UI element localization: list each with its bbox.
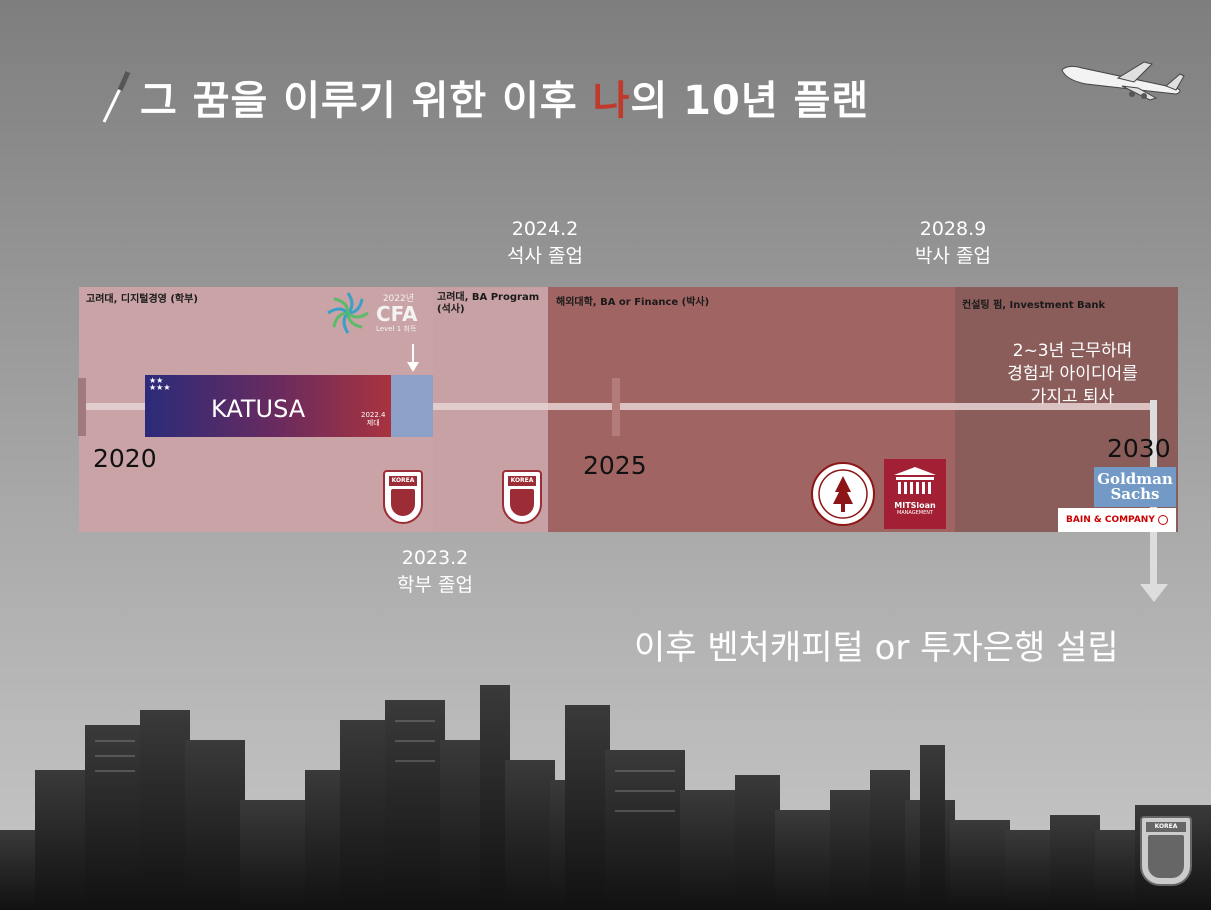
segment-label-consulting: 컨설팅 펌, Investment Bank: [962, 300, 1106, 311]
mit-sloan-logo: MITSloan MANAGEMENT: [884, 459, 946, 529]
airplane-icon: [1061, 61, 1185, 101]
korea-crest-corner-icon: KOREA: [1140, 816, 1192, 886]
katusa-label: KATUSA: [211, 395, 306, 423]
bain-circle-icon: [1157, 514, 1168, 525]
timeline-2025-tick: [612, 378, 620, 436]
stanford-seal-icon: [811, 462, 875, 526]
korea-crest-icon: KOREA: [502, 470, 542, 524]
segment-label-phd: 해외대학, BA or Finance (박사): [556, 297, 710, 308]
timeline-start-tick: [78, 378, 86, 436]
cfa-block: [391, 375, 433, 437]
cfa-arrow-icon: [407, 344, 419, 372]
korea-crest-icon: KOREA: [383, 470, 423, 524]
city-skyline-icon: [0, 685, 1211, 910]
stars-icon: ★★★★★: [149, 376, 171, 392]
footer-statement: 이후 벤처캐피털 or 투자은행 설립: [634, 628, 1119, 668]
year-2020: 2020: [93, 444, 157, 473]
cfa-logo-icon: [327, 292, 369, 334]
page-title: 그 꿈을 이루기 위한 이후 나의 10년 플랜: [140, 78, 870, 124]
year-2030: 2030: [1107, 434, 1171, 463]
title-accent: 나: [592, 78, 631, 124]
mit-building-icon: [894, 467, 936, 494]
cfa-text: 2022년 CFA Level 1 취득: [376, 294, 418, 333]
bain-logo: BAIN & COMPANY: [1058, 508, 1176, 532]
pen-icon: [102, 70, 131, 123]
year-2025: 2025: [583, 451, 647, 480]
timeline-line: [86, 403, 1156, 410]
down-arrow-icon: [1140, 584, 1168, 602]
segment-label-masters: 고려대, BA Program(석사): [437, 292, 540, 315]
segment-label-undergrad: 고려대, 디지털경영 (학부): [86, 294, 198, 305]
